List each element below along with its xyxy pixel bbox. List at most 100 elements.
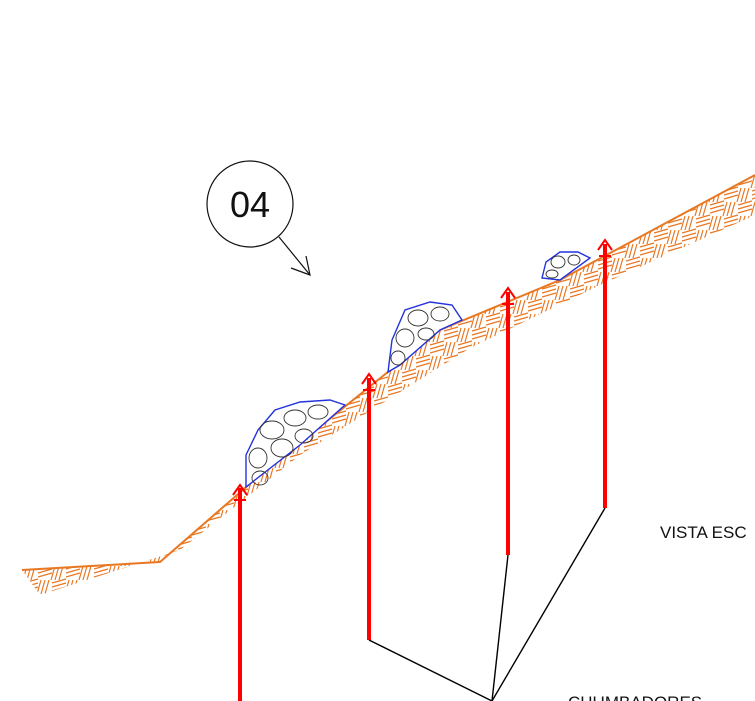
hatch-cell [373,340,389,354]
hatch-cell [372,327,386,343]
hatch-cell [653,200,669,214]
hatch-cell [148,271,162,287]
hatch-cell [415,214,431,228]
hatch-cell [666,313,680,329]
hatch-cell [218,565,232,581]
hatch-cell [610,481,624,497]
hatch-cell [288,579,302,595]
hatch-cell [568,327,582,343]
hatch-cell [526,313,540,329]
hatch-cell [666,201,680,217]
hatch-cell [78,397,92,413]
hatch-cell [190,201,204,217]
hatch-cell [37,160,49,174]
hatch-cell [386,397,400,413]
hatch-cell [331,242,347,256]
hatch-cell [708,299,722,315]
hatch-cell [484,327,498,343]
hatch-cell [136,159,150,171]
hatch-cell [709,256,725,270]
hatch-cell [470,201,484,217]
hatch-cell [135,466,151,480]
hatch-cell [218,313,232,329]
hatch-cell [387,578,403,592]
hatch-cell [22,592,25,595]
hatch-cell [134,341,148,357]
hatch-cell [429,608,441,622]
hatch-cell [120,215,134,231]
hatch-cell [316,523,330,539]
hatch-cell [722,369,736,385]
hatch-cell [148,355,162,371]
hatch-cell [247,550,263,564]
hatch-cell [569,480,585,494]
hatch-cell [37,536,53,550]
hatch-cell [456,215,470,231]
hatch-cell [191,466,207,480]
hatch-cell [555,326,571,340]
hatch-cell [261,480,277,494]
hatch-cell [680,467,694,483]
hatch-cell [22,368,25,382]
hatch-cell [653,396,669,410]
hatch-cell [289,228,305,242]
hatch-cell [443,382,459,396]
hatch-cell [36,411,50,427]
hatch-cell [582,201,596,217]
hatch-cell [540,355,554,371]
hatch-cell [302,369,316,385]
hatch-cell [736,243,750,259]
hatch-cell [177,368,193,382]
hatch-cell [233,396,249,410]
hatch-cell [331,466,347,480]
hatch-cell [540,467,554,483]
hatch-cell [681,312,697,326]
hatch-cell [107,354,123,368]
hatch-cell [359,270,375,284]
hatch-cell [331,270,347,284]
hatch-cell [652,383,666,399]
hatch-cell [247,326,263,340]
hatch-cell [639,242,655,256]
hatch-cell [373,175,389,186]
hatch-cell [359,326,375,340]
hatch-cell [191,438,207,452]
hatch-cell [79,438,95,452]
hatch-cell [303,550,319,564]
hatch-cell [64,579,78,595]
hatch-cell [317,160,329,174]
hatch-cell [541,312,557,326]
hatch-cell [22,340,25,354]
hatch-cell [177,608,189,622]
hatch-cell [484,439,498,455]
hatch-cell [569,592,585,595]
hatch-cell [722,313,736,329]
hatch-cell [330,285,344,301]
hatch-cell [667,410,683,424]
hatch-cell [583,410,599,424]
hatch-cell [204,355,218,371]
hatch-cell [344,467,358,483]
hatch-cell [373,228,389,242]
hatch-cell [596,551,610,567]
hatch-cell [78,369,92,385]
hatch-cell [541,536,557,550]
hatch-cell [330,425,344,441]
hatch-cell [568,523,582,539]
hatch-cell [330,175,344,189]
hatch-cell [653,312,669,326]
hatch-cell [653,564,669,578]
hatch-cell [176,383,190,399]
hatch-cell [540,579,554,595]
hatch-cell [51,270,67,284]
hatch-cell [456,243,470,259]
hatch-cell [163,578,179,592]
hatch-cell [639,466,655,480]
hatch-cell [345,536,361,550]
hatch-cell [373,256,389,270]
hatch-cell [442,341,456,357]
hatch-cell [107,466,123,480]
hatch-cell [316,215,330,231]
hatch-cell [723,410,739,424]
hatch-cell [316,383,330,399]
